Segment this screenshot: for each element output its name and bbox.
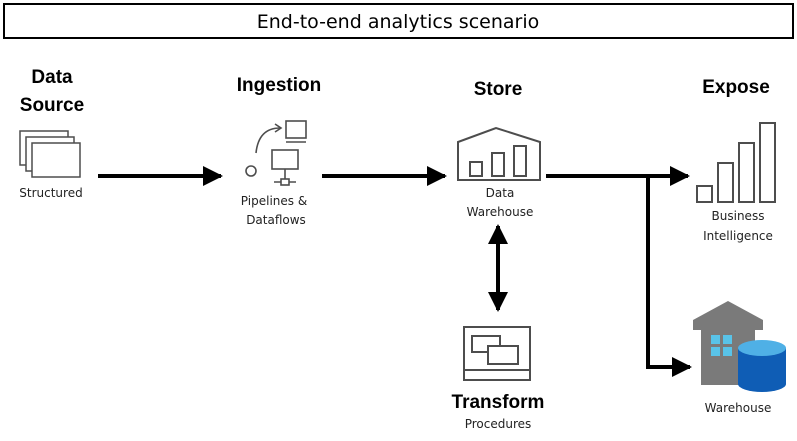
stacked-documents-icon — [19, 130, 81, 178]
bi-caption-line1: Business — [712, 209, 765, 223]
transform-caption: Procedures — [465, 417, 532, 431]
pipeline-icon — [245, 120, 307, 186]
stage-ingestion: Ingestion Pipelines & Dataflows — [237, 75, 321, 227]
ingestion-caption-line2: Dataflows — [246, 213, 306, 227]
transform-window-icon — [463, 326, 531, 381]
title-box: End-to-end analytics scenario — [3, 3, 794, 39]
warehouse-database-icon — [693, 301, 786, 392]
data-source-heading-line1: Data — [31, 67, 73, 88]
stage-transform: Transform Procedures — [452, 326, 545, 431]
ingestion-heading: Ingestion — [237, 75, 321, 96]
diagram-title: End-to-end analytics scenario — [257, 11, 539, 33]
data-source-heading-line2: Source — [20, 95, 84, 116]
bar-chart-icon — [696, 122, 776, 203]
data-source-caption: Structured — [19, 186, 82, 200]
arrow-store-to-warehouse — [646, 176, 692, 377]
warehouse-caption: Warehouse — [705, 401, 772, 415]
store-caption-line2: Warehouse — [467, 205, 534, 219]
connectors — [98, 166, 692, 377]
stage-expose: Expose Business Intelligence Warehouse — [693, 77, 786, 415]
store-caption-line1: Data — [486, 186, 515, 200]
stage-store: Store Data Warehouse — [457, 79, 541, 219]
data-warehouse-icon — [457, 126, 541, 181]
bi-caption-line2: Intelligence — [703, 229, 773, 243]
ingestion-caption-line1: Pipelines & — [241, 194, 307, 208]
stage-data-source: Data Source Structured — [19, 67, 84, 200]
expose-heading: Expose — [702, 77, 770, 98]
store-heading: Store — [474, 79, 523, 100]
transform-heading: Transform — [452, 392, 545, 413]
